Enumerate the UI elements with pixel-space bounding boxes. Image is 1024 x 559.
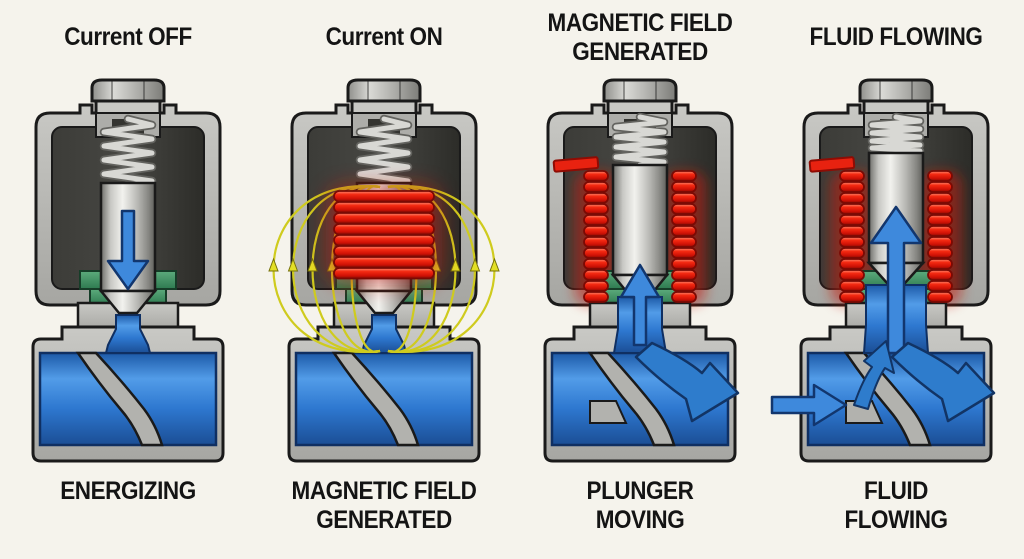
hex-nut — [602, 78, 678, 103]
panel-1-bottom-label: ENERGIZING — [0, 467, 256, 559]
label-line: MOVING — [595, 506, 685, 534]
label-line: Current OFF — [64, 23, 192, 51]
plunger-cone — [354, 289, 414, 315]
valve-illustration-closed — [31, 78, 225, 463]
coil-cross-section-right — [927, 170, 953, 303]
pipe-partition — [587, 351, 676, 447]
valve-illustration-opening — [543, 78, 740, 463]
pipe-partition — [331, 351, 420, 447]
panel-2-bottom-label: MAGNETIC FIELD GENERATED — [256, 467, 512, 559]
label-line: Current ON — [325, 23, 443, 51]
panel-current-off: Current OFF ENERGIZING — [0, 0, 256, 559]
coil-lead-wire — [808, 156, 856, 173]
panel-4-top-label: FLUID FLOWING — [768, 0, 1024, 75]
coil-cross-section-left — [839, 170, 865, 303]
arrow-inlet-left — [770, 383, 848, 427]
label-line: FLUID — [863, 477, 928, 505]
label-line: FLUID FLOWING — [809, 23, 983, 51]
coil-lead-wire — [552, 156, 600, 173]
label-line: GENERATED — [572, 37, 708, 66]
panel-current-on: Current ON — [256, 0, 512, 559]
partition-step — [589, 400, 628, 424]
hex-nut-facets — [367, 81, 401, 101]
hex-nut — [858, 78, 934, 103]
hex-nut — [90, 78, 166, 103]
arrow-curved-right — [890, 341, 996, 423]
panel-fluid-flowing: FLUID FLOWING — [768, 0, 1024, 559]
arrow-curved-right — [634, 341, 740, 423]
label-line: ENERGIZING — [60, 477, 196, 505]
seat-channel-fluid — [104, 314, 152, 354]
arrow-curved-up — [853, 340, 895, 410]
panel-3-top-label: MAGNETIC FIELD GENERATED — [512, 0, 768, 75]
spring — [101, 116, 155, 188]
pipe-partition — [75, 351, 164, 447]
hex-nut-facets — [111, 81, 145, 101]
arrow-up-large — [869, 205, 923, 355]
arrow-down — [106, 209, 150, 291]
label-line: PLUNGER — [586, 477, 694, 505]
hex-nut-facets — [623, 81, 657, 101]
coil-cross-section-right — [671, 170, 697, 303]
panel-3-bottom-label: PLUNGER MOVING — [512, 467, 768, 559]
arrow-up — [619, 263, 661, 347]
hex-nut-facets — [879, 81, 913, 101]
label-line: MAGNETIC FIELD — [547, 8, 733, 37]
panel-2-top-label: Current ON — [256, 0, 512, 75]
label-line: MAGNETIC FIELD — [291, 477, 477, 505]
panel-plunger-moving: MAGNETIC FIELD GENERATED — [512, 0, 768, 559]
panel-1-top-label: Current OFF — [0, 0, 256, 75]
plunger — [611, 163, 669, 277]
hex-nut — [346, 78, 422, 103]
solenoid-coil — [333, 190, 435, 280]
spring — [357, 116, 411, 188]
panel-4-bottom-label: FLUID FLOWING — [768, 467, 1024, 559]
valve-illustration-open — [770, 78, 996, 463]
label-line: FLOWING — [844, 506, 948, 534]
coil-cross-section-left — [583, 170, 609, 303]
plunger-cone — [98, 289, 158, 315]
label-line: GENERATED — [316, 506, 452, 534]
spring — [613, 114, 667, 168]
valve-illustration-energized — [268, 78, 500, 463]
spring — [869, 114, 923, 156]
